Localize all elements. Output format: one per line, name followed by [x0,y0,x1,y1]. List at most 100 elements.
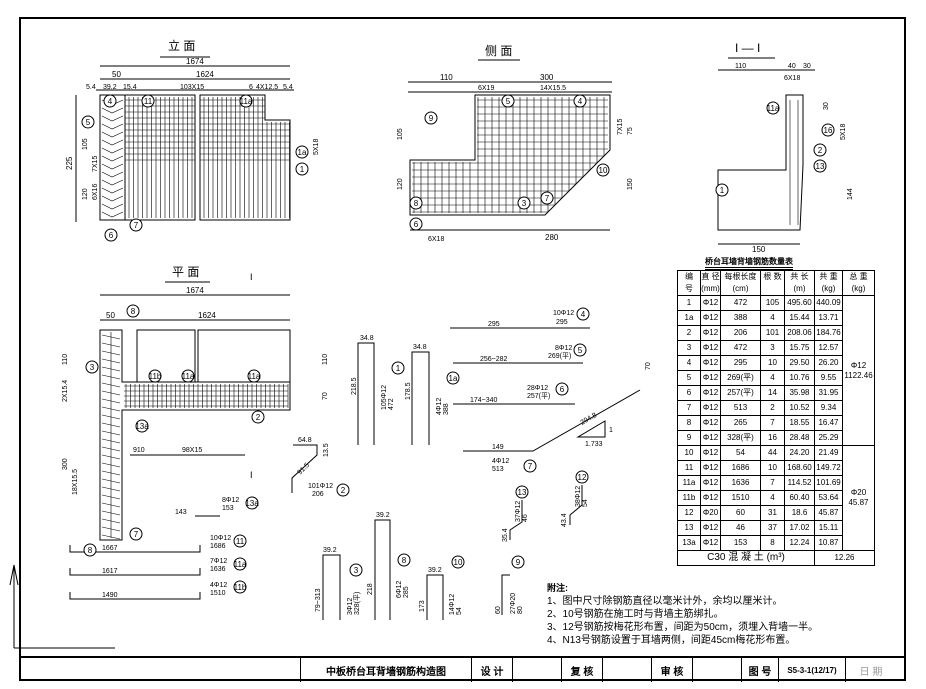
dim-text: 1624 [196,70,214,79]
bar-schedule-sketches: 34.8 218.5 105Φ12 472 34.8 178.5 4Φ12 38… [69,310,652,620]
bar-label: 10Φ12 [553,310,574,317]
table-cell: 21.49 [814,445,843,461]
dim-text: 39.2 [376,512,390,519]
dim-text: 174~340 [470,397,498,404]
table-cell: 25.29 [814,430,843,446]
dim-text: 110 [735,63,746,70]
table-cell: 1636 [720,475,761,491]
table-cell: 18.55 [784,415,815,431]
table-cell: 9.34 [814,400,843,416]
table-cell: 31 [760,505,785,521]
table-cell: 10.52 [784,400,815,416]
mark-circle [239,94,253,108]
approve-label: 审 核 [652,658,693,682]
mark-number: 3 [354,566,359,575]
bar-mark: 7 [540,191,554,205]
mark-number: 4 [581,310,586,319]
bar-length: 80 [517,606,524,614]
bar-mark: 5 [81,115,95,129]
bar-mark: 6 [409,217,423,231]
column-header: (kg) [814,283,843,296]
table-cell: 13.71 [814,310,843,326]
table-cell: Φ12 [700,340,721,356]
total-value: 1122.46 [844,370,873,380]
mark-circle [446,371,460,385]
bar-length: 257(平) [527,392,550,400]
section-i-i-view: I — I 110 40 30 6X18 150 30 144 5X18 [717,41,854,254]
note-item: 1、图中尺寸除钢筋直径以毫米计外，余均以厘米计。 [547,596,783,607]
table-cell: Φ12 [700,490,721,506]
column-header: 号 [677,283,701,296]
table-cell: 46 [720,520,761,536]
table-cell: 12.57 [814,340,843,356]
mark-number: 8 [88,546,93,555]
mark-number: 11 [144,97,153,106]
table-cell: Φ12 [700,385,721,401]
table-cell: 1686 [720,460,761,476]
date-label: 日 期 [859,666,883,678]
dim-text: 91.5 [296,462,311,477]
column-header: (mm) [700,283,721,296]
mark-number: 4 [108,97,113,106]
table-cell: 101 [760,325,785,341]
bar-label: 37Φ12 [515,501,522,522]
mark-circle [501,94,515,108]
drawing-title: 中板桥台耳背墙钢筋构造图 [301,658,472,682]
table-cell: 29.50 [784,355,815,371]
table-cell: 15.11 [814,520,843,536]
dim-text: 150 [752,245,766,254]
mark-number: 1a [449,374,458,383]
table-cell: Φ12 [700,430,721,446]
note-item: 4、N13号钢筋设置于耳墙两侧，间距45cm梅花形布置。 [547,635,796,646]
bar-length: 269(平) [548,352,571,360]
table-cell: 2 [760,400,785,416]
dim-text: 7X15 [92,156,99,172]
table-cell: 6 [677,385,701,401]
table-cell: 257(平) [720,385,761,401]
bar-length: 513 [492,466,504,473]
bar-length: 1510 [210,590,226,597]
dim-text: 2X15.4 [62,380,69,402]
table-cell: 18.6 [784,505,815,521]
mark-circle [821,123,835,137]
drawing-number: S5-3-1(12/17) [779,658,846,682]
dim-text: 1490 [102,592,118,599]
table-cell: 35.98 [784,385,815,401]
column-header: 根 数 [760,270,785,283]
mark-circle [233,557,247,571]
table-cell: 37 [760,520,785,536]
table-cell: Φ12 [700,520,721,536]
dim-text: 5.4 [86,84,96,91]
dim-text: 6 [249,84,253,91]
dim-text: 105 [397,128,404,140]
bar-mark: 11a [247,369,261,383]
bar-mark: 6 [555,382,569,396]
rebar-quantity-table: 编直 径每根长度根 数共 长共 重总 重号(mm)(cm)(m)(kg)(kg)… [677,270,875,566]
bar-mark: 13 [515,485,529,499]
dim-text: 6X16 [92,184,99,200]
mark-number: 11b [234,583,247,592]
table-cell: 328(平) [720,430,761,446]
table-cell: 101.69 [814,475,843,491]
mark-circle [336,483,350,497]
dim-text: 280 [545,233,559,242]
mark-circle [295,145,309,159]
dim-text: 34.8 [360,335,374,342]
mark-circle [251,410,265,424]
mark-circle [135,419,149,433]
bar-mark: 4 [576,307,590,321]
mark-number: 1 [396,364,401,373]
bar-length: 206 [312,491,324,498]
mark-circle [233,580,247,594]
table-cell: 54 [720,445,761,461]
column-header: (cm) [720,283,761,296]
mark-number: 7 [545,194,550,203]
column-header [760,283,785,296]
mark-number: 1 [720,186,725,195]
bar-label: 8Φ12 [222,497,239,504]
